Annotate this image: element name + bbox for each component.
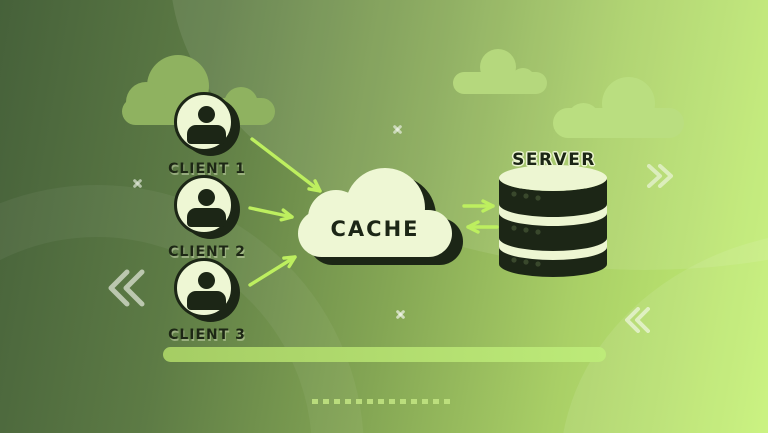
client-1-node: CLIENT 1	[149, 92, 265, 177]
arrow-client3-to-cache	[248, 255, 297, 287]
x-mark-icon	[392, 124, 403, 135]
avatar-circle	[174, 175, 234, 235]
avatar-circle	[174, 258, 234, 318]
x-mark-icon	[395, 309, 406, 320]
cache-label: CACHE	[330, 217, 420, 241]
cache-node: CACHE	[290, 160, 490, 268]
person-icon	[198, 106, 215, 123]
client-2-label: CLIENT 2	[168, 244, 246, 260]
person-icon-body	[187, 125, 226, 144]
chevron-left-bottom-icon	[625, 307, 650, 333]
client-3-label: CLIENT 3	[168, 327, 246, 343]
chevron-left-icon	[108, 269, 145, 307]
client-1-label: CLIENT 1	[168, 161, 246, 177]
decor-cloud-top-center	[453, 49, 548, 94]
cache-cloud-icon	[290, 160, 490, 268]
dashed-line	[312, 399, 455, 404]
server-label: SERVER	[512, 150, 596, 170]
database-icon	[499, 165, 607, 277]
arrow-client2-to-cache	[248, 206, 294, 222]
x-mark-icon	[132, 178, 143, 189]
avatar-circle	[174, 92, 234, 152]
client-3-node: CLIENT 3	[149, 258, 265, 343]
chevron-right-top-icon	[647, 164, 673, 188]
client-3-avatar	[174, 258, 240, 324]
person-icon	[198, 272, 215, 289]
client-2-node: CLIENT 2	[149, 175, 265, 260]
arrow-client1-to-cache	[250, 137, 322, 193]
client-1-avatar	[174, 92, 240, 158]
person-icon-body	[187, 291, 226, 310]
person-icon-body	[187, 208, 226, 227]
progress-bar	[163, 347, 606, 362]
person-icon	[198, 189, 215, 206]
decor-cloud-right	[553, 77, 685, 138]
client-2-avatar	[174, 175, 240, 241]
